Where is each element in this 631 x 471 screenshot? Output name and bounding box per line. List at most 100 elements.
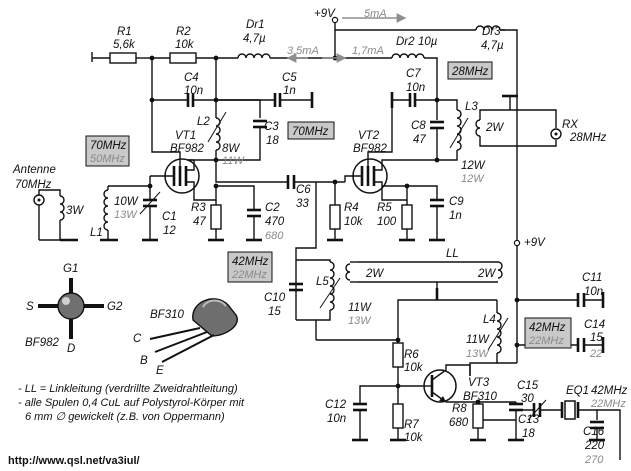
resistor-r7 <box>392 403 404 429</box>
label-eq1-ref: EQ1 <box>566 385 589 397</box>
freq-22b: 22MHz <box>528 335 564 347</box>
label-c9-val: 1n <box>449 210 462 222</box>
resistor-r1 <box>109 52 137 64</box>
label-l1-w1: 3W <box>66 205 84 217</box>
label-r8-val: 680 <box>449 417 469 429</box>
label-r2-val: 10k <box>175 39 195 51</box>
label-dr2-ref: Dr2 <box>396 36 415 48</box>
label-c11-val: 10n <box>584 286 603 298</box>
label-c8-val: 47 <box>413 134 426 146</box>
label-c2-alt: 680 <box>265 230 284 242</box>
freq-box-70 <box>287 121 335 140</box>
label-l3-w: 12W <box>461 160 486 172</box>
crystal-eq1 <box>564 400 576 420</box>
label-rx-freq: 28MHz <box>569 132 607 144</box>
label-l4-val: 11W <box>466 334 490 346</box>
vt3-stage <box>316 337 621 460</box>
label-dr3-val: 4,7µ <box>481 40 504 52</box>
label-r5-ref: R5 <box>377 202 392 214</box>
label-l1-w2: 10W <box>114 196 139 208</box>
label-eq1-val: 42MHz <box>591 385 628 397</box>
label-r6-val: 10k <box>404 362 424 374</box>
label-c7-val: 10n <box>406 82 425 94</box>
notes: - LL = Linkleitung (verdrillte Zweidraht… <box>18 383 245 423</box>
label-antenna: Antenne <box>12 164 56 176</box>
freq-box-42-22a <box>227 251 273 283</box>
label-l2-ref: L2 <box>197 116 210 128</box>
label-ll-left: 2W <box>365 268 384 280</box>
label-c16-ref: C16 <box>583 426 605 438</box>
bandpass-42mhz <box>289 182 605 376</box>
label-l5-alt: 13W <box>348 315 372 327</box>
label-dr2-val: 10µ <box>418 36 438 48</box>
label-c12-val: 10n <box>327 413 346 425</box>
label-vt3-ref: VT3 <box>468 377 490 389</box>
label-r2-ref: R2 <box>176 26 191 38</box>
label-l3-ref: L3 <box>465 101 478 113</box>
choke-dr2 <box>391 53 425 59</box>
label-vt1-ref: VT1 <box>175 130 196 142</box>
resistor-r2 <box>169 52 197 64</box>
label-c6-ref: C6 <box>296 184 311 196</box>
label-c4-ref: C4 <box>184 72 199 84</box>
bf982-pinout <box>38 278 104 339</box>
pin-g1: G1 <box>63 263 78 275</box>
note-1: - LL = Linkleitung (verdrillte Zweidraht… <box>18 383 238 395</box>
label-c14-ref: C14 <box>584 319 605 331</box>
label-vt2-type: BF982 <box>353 143 387 155</box>
label-l2-alt: 11W <box>222 155 245 167</box>
label-r4-val: 10k <box>344 216 364 228</box>
pin-s: S <box>26 301 34 313</box>
label-c13-val: 18 <box>522 428 535 440</box>
label-c14-val: 15 <box>590 332 603 344</box>
label-c8-ref: C8 <box>411 120 426 132</box>
label-l1-w2alt: 13W <box>114 209 138 221</box>
label-r4-ref: R4 <box>344 202 359 214</box>
label-r8-ref: R8 <box>452 403 467 415</box>
freq-50: 50MHz <box>90 153 125 165</box>
pin-e: E <box>156 365 164 377</box>
label-r7-ref: R7 <box>404 419 419 431</box>
label-r6-ref: R6 <box>404 349 419 361</box>
label-r5-val: 100 <box>377 216 397 228</box>
label-l3-link: 2W <box>485 122 504 134</box>
label-9v-top: +9V <box>314 8 336 20</box>
label-r3-ref: R3 <box>191 202 206 214</box>
frequency-boxes: 70MHz 50MHz 70MHz 28MHz 42MHz 22MHz 42MH… <box>85 61 572 349</box>
pin-b: B <box>140 355 148 367</box>
freq-box-42-22b <box>524 317 572 349</box>
label-c4-val: 10n <box>184 85 203 97</box>
label-dr1-ref: Dr1 <box>246 19 265 31</box>
label-c1-ref: C1 <box>162 211 177 223</box>
label-c6-val: 33 <box>296 198 309 210</box>
label-r7-val: 10k <box>404 432 424 444</box>
label-c3-ref: C3 <box>264 121 279 133</box>
label-l4-ref: L4 <box>483 314 496 326</box>
resistor-r4 <box>329 204 341 230</box>
label-l5-val: 11W <box>348 302 372 314</box>
label-35ma: 3,5mA <box>287 45 319 57</box>
label-ll-right: 2W <box>477 268 496 280</box>
resistor-r8 <box>472 403 484 429</box>
component-labels: R1 5,6k R2 10k Dr1 4,7µ Dr2 10µ Dr3 4,7µ… <box>12 8 628 466</box>
freq-42b: 42MHz <box>529 322 566 334</box>
freq-70b: 70MHz <box>292 126 329 138</box>
label-eq1-alt: 22MHz <box>590 398 626 410</box>
note-3: 6 mm ∅ gewickelt (z.B. von Oppermann) <box>25 411 225 423</box>
footer-url[interactable]: http://www.qsl.net/va3iul/ <box>8 455 140 467</box>
pinout-labels: G1 G2 S D BF982 BF310 C B E <box>25 263 184 377</box>
label-c7-ref: C7 <box>406 68 421 80</box>
label-l5-ref: L5 <box>316 276 329 288</box>
label-5ma: 5mA <box>364 8 387 20</box>
label-c2-ref: C2 <box>265 202 280 214</box>
choke-dr1 <box>237 53 271 59</box>
label-l2-val: 8W <box>222 143 240 155</box>
choke-dr3 <box>475 25 501 31</box>
pin-c: C <box>133 333 142 345</box>
label-c1-val: 12 <box>163 225 176 237</box>
freq-box-70-50 <box>85 135 130 167</box>
label-vt1-type: BF982 <box>170 143 204 155</box>
vt2-stage <box>327 94 562 242</box>
supply-rail <box>91 13 518 240</box>
